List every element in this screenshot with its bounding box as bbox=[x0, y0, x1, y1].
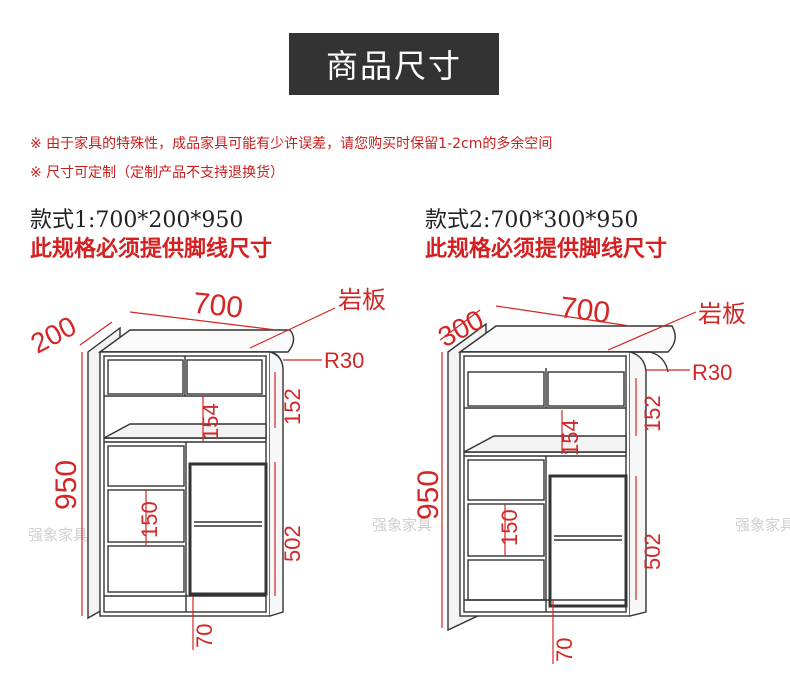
page-title: 商品尺寸 bbox=[289, 33, 499, 95]
dim-2-upper-shelf: 152 bbox=[640, 395, 665, 432]
model-1-requirement: 此规格必须提供脚线尺寸 bbox=[30, 237, 273, 262]
model-2-name: 款式2:700*300*950 bbox=[425, 208, 639, 233]
watermark-left: 强象家具 bbox=[28, 526, 88, 544]
dim-1-upper-shelf: 152 bbox=[280, 388, 305, 425]
dim-1-middle-shelf: 154 bbox=[198, 403, 223, 440]
dim-2-plinth: 70 bbox=[552, 638, 577, 662]
cabinet-2 bbox=[447, 322, 676, 632]
dim-2-top-label: 岩板 bbox=[698, 301, 746, 328]
dim-2-drawer: 150 bbox=[497, 509, 522, 546]
dim-2-middle-shelf: 154 bbox=[558, 419, 583, 456]
dim-1-depth: 200 bbox=[26, 310, 82, 359]
dim-1-radius: R30 bbox=[324, 348, 364, 373]
dim-2-lower-section: 502 bbox=[640, 533, 665, 570]
dim-1-top-label: 岩板 bbox=[338, 287, 386, 314]
watermark-right: 强象家具 bbox=[735, 516, 790, 534]
dimension-lines-2 bbox=[439, 305, 697, 664]
model-1-name: 款式1:700*200*950 bbox=[30, 208, 244, 233]
dim-1-lower-section: 502 bbox=[280, 525, 305, 562]
watermark-center: 强象家具 bbox=[372, 516, 432, 534]
dim-2-radius: R30 bbox=[692, 360, 732, 385]
model-2-requirement: 此规格必须提供脚线尺寸 bbox=[425, 237, 668, 262]
dim-2-height: 950 bbox=[412, 470, 445, 520]
note-tolerance: ※ 由于家具的特殊性，成品家具可能有少许误差，请您购买时保留1-2cm的多余空间 bbox=[30, 136, 553, 152]
dim-2-width: 700 bbox=[558, 291, 612, 330]
note-customization: ※ 尺寸可定制（定制产品不支持退换货） bbox=[30, 165, 285, 181]
dim-1-height: 950 bbox=[50, 460, 83, 510]
dim-1-width: 700 bbox=[191, 287, 244, 325]
dimension-lines-1 bbox=[79, 307, 336, 650]
dim-1-drawer: 150 bbox=[137, 501, 162, 538]
cabinet-1 bbox=[87, 326, 295, 620]
dim-1-plinth: 70 bbox=[192, 624, 217, 648]
